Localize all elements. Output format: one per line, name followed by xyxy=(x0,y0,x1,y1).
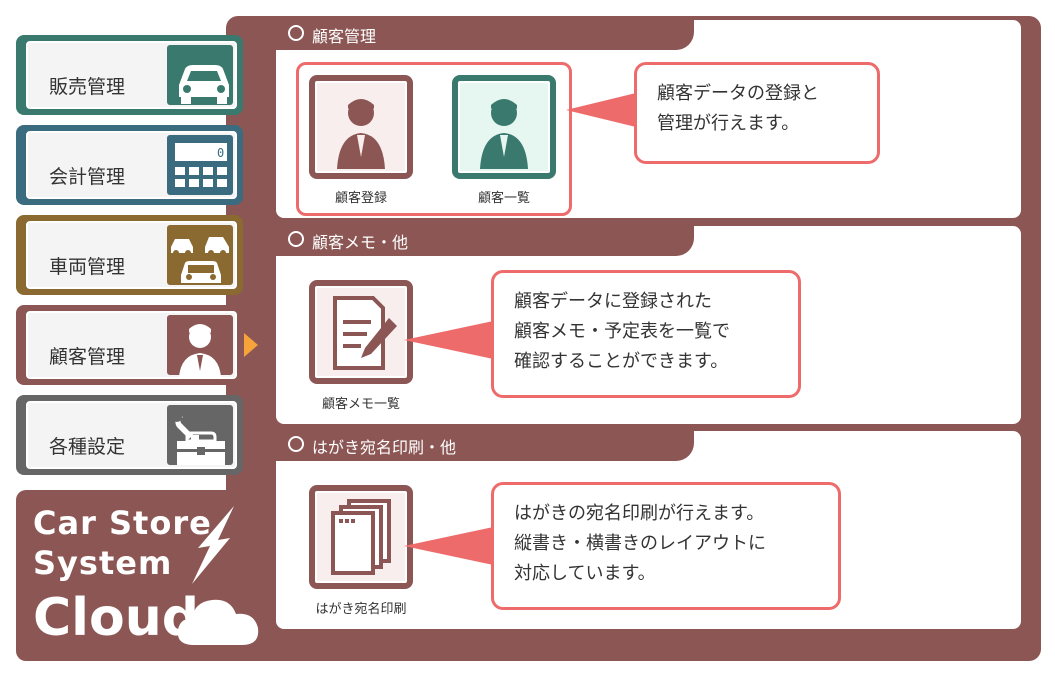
circle-icon xyxy=(288,436,304,452)
app-group-highlight xyxy=(296,62,572,216)
logo-line-3: Cloud xyxy=(33,588,199,648)
customer-register-app[interactable] xyxy=(309,75,413,179)
calculator-icon: 0. xyxy=(167,135,233,195)
circle-icon xyxy=(288,231,304,247)
description-line: 顧客メモ・予定表を一覧で xyxy=(514,321,730,342)
section-title: 顧客管理 xyxy=(312,27,377,46)
section-header: 顧客メモ・他 xyxy=(276,222,694,256)
lightning-icon xyxy=(192,506,234,584)
customer-list-icon xyxy=(458,81,550,173)
sidebar-item-label: 顧客管理 xyxy=(49,346,126,368)
active-arrow-icon xyxy=(244,333,258,357)
description-line: はがきの宛名印刷が行えます。 xyxy=(514,503,765,524)
sidebar-item-accounting[interactable]: 会計管理 0. xyxy=(16,125,243,205)
callout-pointer xyxy=(404,526,498,566)
section-title: はがき宛名印刷・他 xyxy=(312,438,457,457)
sidebar-item-label: 会計管理 xyxy=(49,166,126,188)
customer-list-app[interactable] xyxy=(452,75,556,179)
description-callout: 顧客データに登録された 顧客メモ・予定表を一覧で 確認することができます。 xyxy=(491,270,801,398)
logo-line-2: System xyxy=(33,544,173,582)
app-label: 顧客登録 xyxy=(334,191,387,206)
description-line: 管理が行えます。 xyxy=(657,113,800,134)
logo: Car Store System Cloud xyxy=(16,490,276,661)
section-title: 顧客メモ・他 xyxy=(312,233,409,252)
cloud-icon xyxy=(177,599,259,645)
sidebar-item-customer[interactable]: 顧客管理 xyxy=(16,305,264,385)
description-callout: 顧客データの登録と 管理が行えます。 xyxy=(634,62,880,164)
vehicles-icon xyxy=(167,225,233,285)
circle-icon xyxy=(288,25,304,41)
sidebar-item-label: 販売管理 xyxy=(49,76,126,98)
sidebar-item-label: 各種設定 xyxy=(49,436,126,458)
app-label: 顧客一覧 xyxy=(477,191,530,206)
section-header: 顧客管理 xyxy=(276,16,694,50)
car-front-icon xyxy=(167,45,233,105)
description-line: 対応しています。 xyxy=(514,563,656,584)
app-label: はがき宛名印刷 xyxy=(315,602,407,617)
sidebar-item-label: 車両管理 xyxy=(49,256,126,278)
postcard-icon xyxy=(315,491,407,583)
description-callout: はがきの宛名印刷が行えます。 縦書き・横書きのレイアウトに 対応しています。 xyxy=(491,482,841,610)
logo-line-1: Car Store xyxy=(33,504,212,542)
section-header: はがき宛名印刷・他 xyxy=(276,427,694,461)
description-line: 縦書き・横書きのレイアウトに xyxy=(514,533,766,554)
description-line: 顧客データに登録された xyxy=(514,291,712,312)
customer-icon xyxy=(167,315,233,377)
sidebar-item-settings[interactable]: 各種設定 xyxy=(16,395,243,475)
svg-text:0.: 0. xyxy=(217,146,231,160)
callout-pointer xyxy=(566,92,640,128)
customer-register-icon xyxy=(315,81,407,173)
sidebar-item-sales[interactable]: 販売管理 xyxy=(16,35,243,115)
description-line: 確認することができます。 xyxy=(514,351,729,372)
postcard-address-print-app[interactable] xyxy=(309,485,413,589)
memo-pen-icon xyxy=(315,286,407,378)
app-label: 顧客メモ一覧 xyxy=(321,397,400,412)
toolbox-icon xyxy=(167,405,233,465)
sidebar-item-vehicles[interactable]: 車両管理 xyxy=(16,215,243,295)
callout-pointer xyxy=(404,320,498,360)
customer-memo-list-app[interactable] xyxy=(309,280,413,384)
description-line: 顧客データの登録と xyxy=(657,83,819,104)
